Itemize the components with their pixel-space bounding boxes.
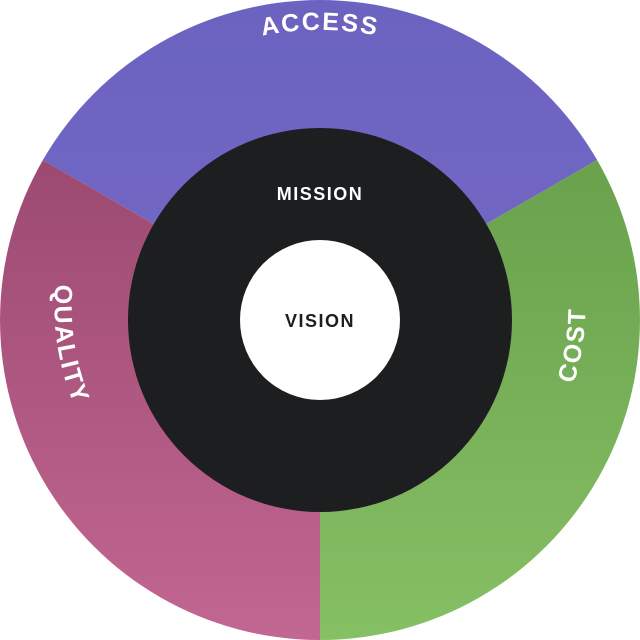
mission-label: MISSION [277,184,364,204]
vision-core [240,240,400,400]
vision-label: VISION [285,311,355,331]
